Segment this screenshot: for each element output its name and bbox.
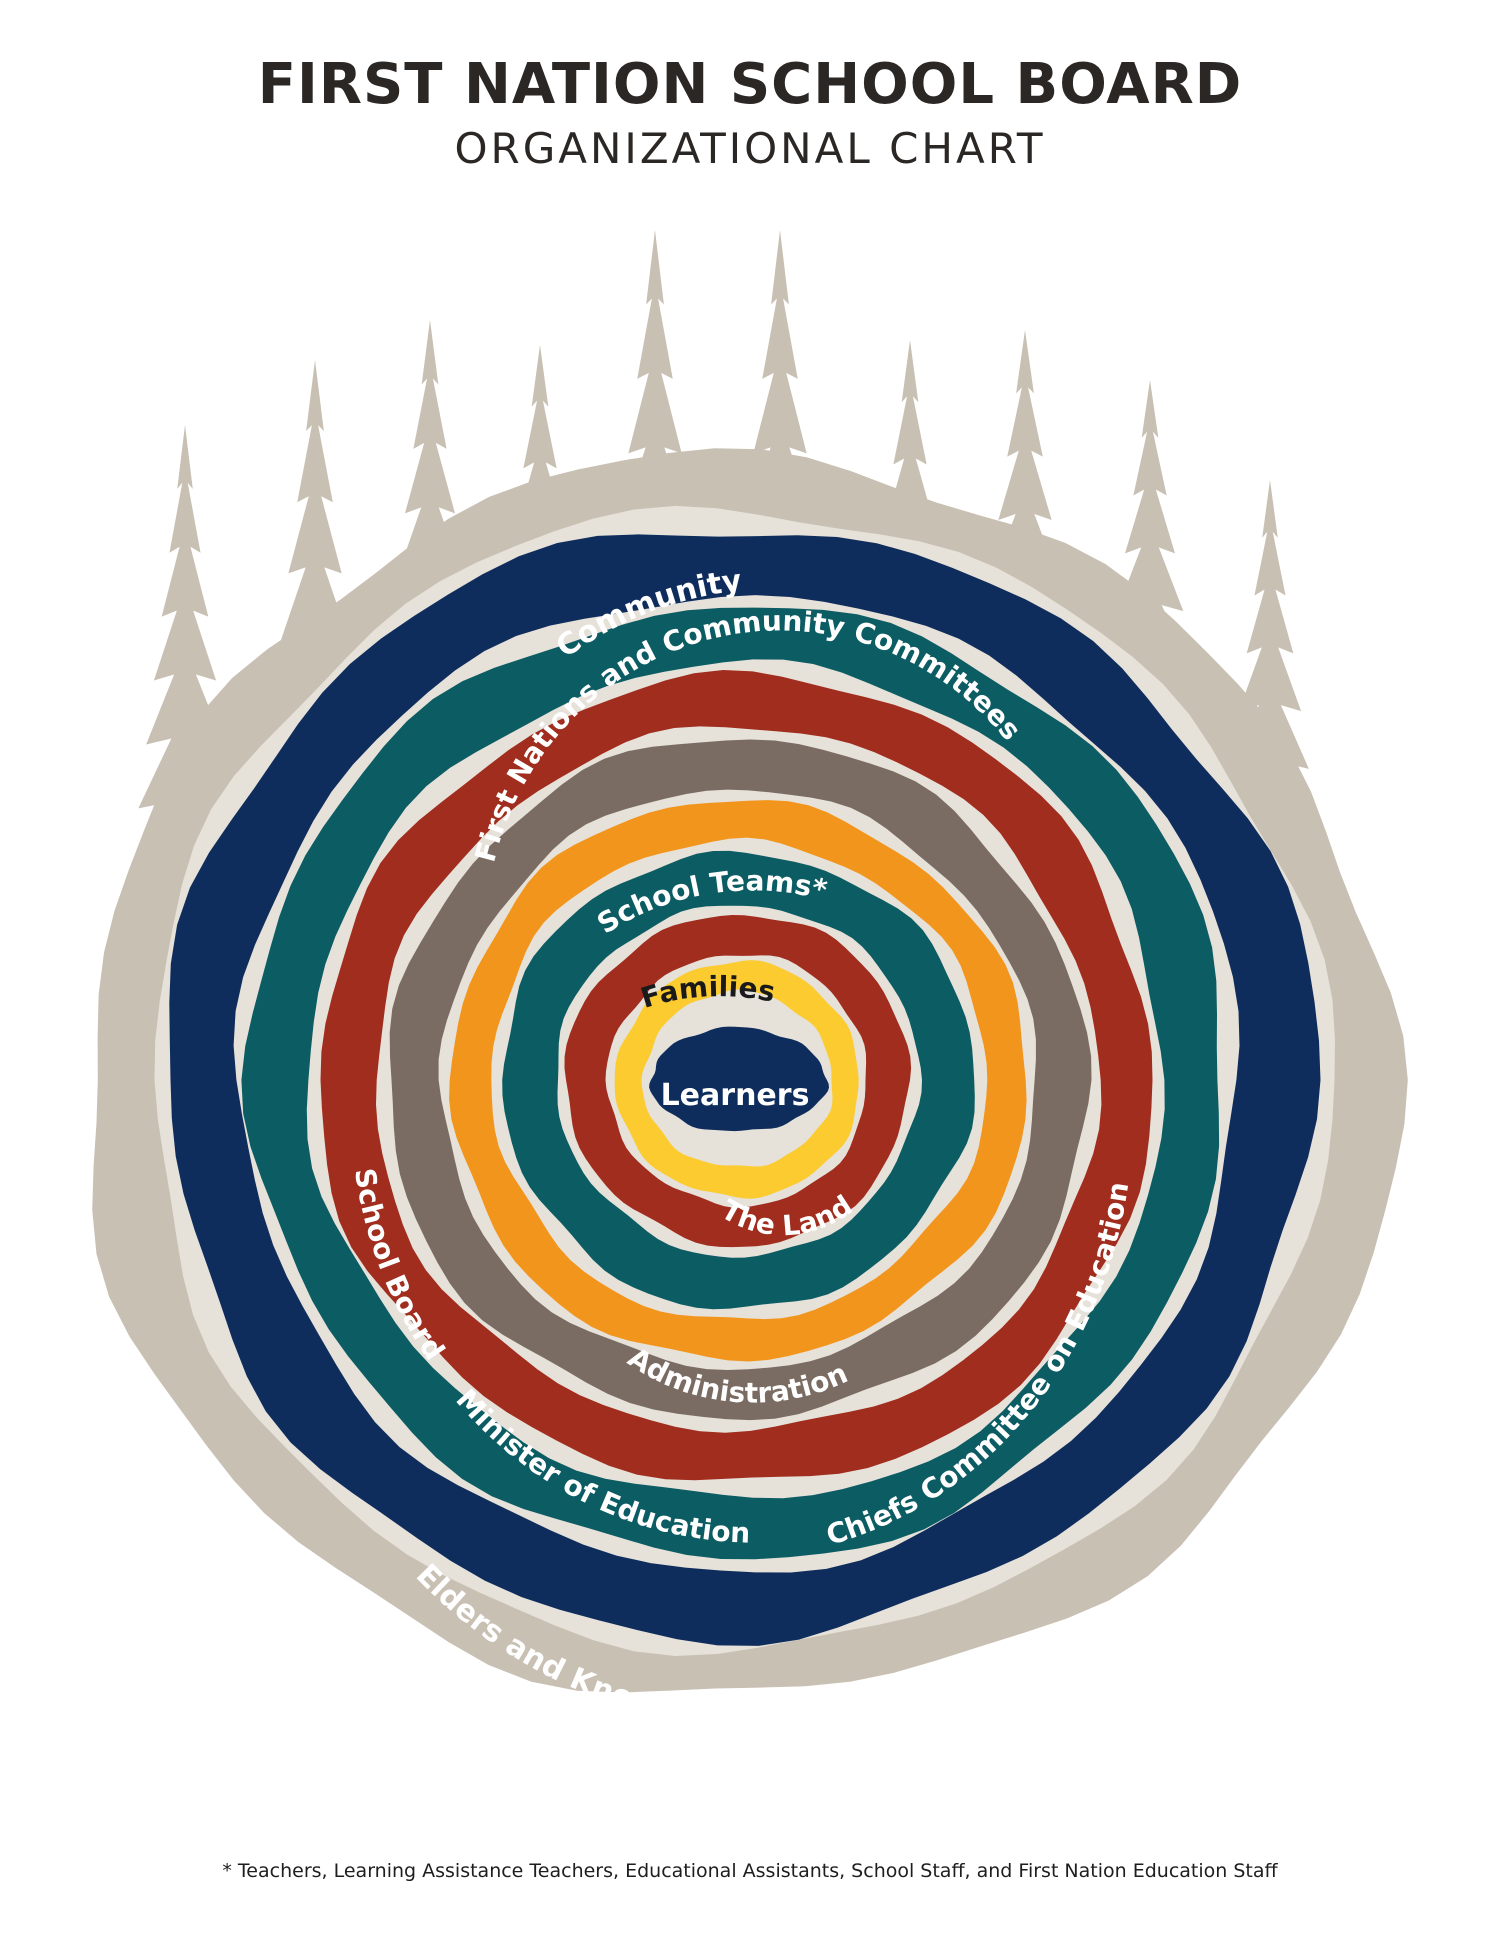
chart-subtitle: ORGANIZATIONAL CHART [454, 124, 1046, 173]
label-learners: Learners [661, 1078, 810, 1113]
footnote: * Teachers, Learning Assistance Teachers… [222, 1860, 1278, 1882]
ring-learners [649, 1026, 829, 1132]
tree-rings [92, 448, 1408, 1693]
chart-title: FIRST NATION SCHOOL BOARD [257, 52, 1243, 117]
